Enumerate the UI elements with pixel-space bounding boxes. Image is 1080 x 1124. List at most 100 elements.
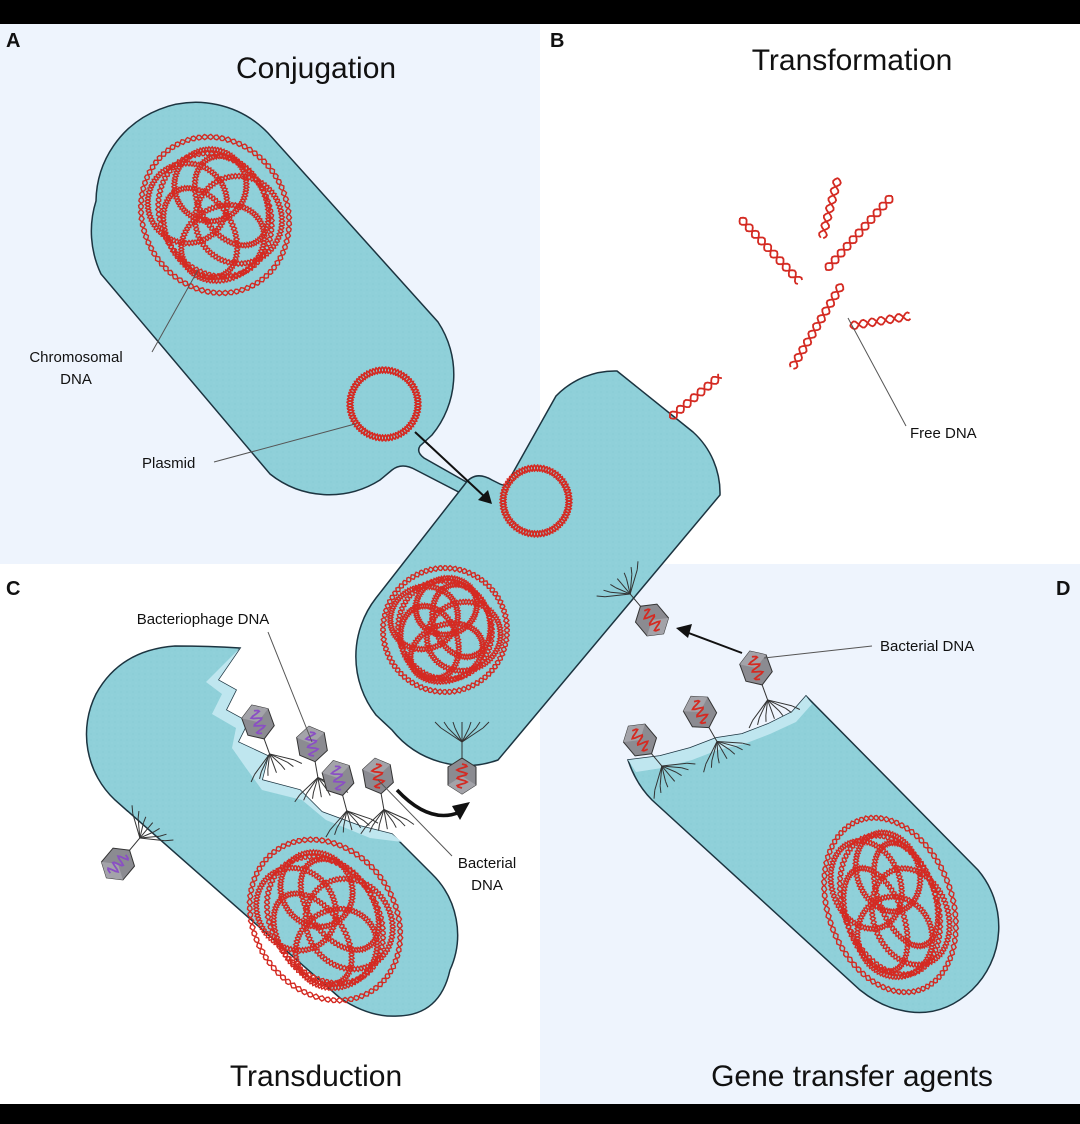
transduction-cell-body bbox=[85, 645, 459, 1017]
phage-particle bbox=[100, 805, 174, 881]
chromosomal-dna bbox=[137, 133, 293, 297]
gta-arrowhead bbox=[676, 624, 692, 638]
tail-fibers bbox=[434, 721, 490, 762]
chromosome-strand bbox=[246, 836, 404, 1004]
conjugation-arrowhead bbox=[478, 490, 492, 504]
chromosome-strand bbox=[412, 574, 481, 639]
chromosome-strand bbox=[252, 864, 340, 954]
chromosome-strand bbox=[379, 564, 511, 696]
panel-title-transduction: Transduction bbox=[230, 1060, 402, 1093]
label-bacteriophage-dna: Bacteriophage DNA bbox=[137, 611, 270, 628]
chromosome-strand bbox=[170, 145, 251, 226]
tail-fibers bbox=[126, 805, 174, 854]
transducing-phage bbox=[360, 757, 415, 835]
chromosome-strand bbox=[191, 152, 272, 249]
chromosome-strand bbox=[302, 875, 397, 973]
label-chromosomal-line2: DNA bbox=[60, 371, 92, 388]
capsid-dna bbox=[329, 765, 347, 791]
panel-letter-c: C bbox=[6, 578, 20, 600]
top-black-bar bbox=[0, 0, 1080, 24]
leader-bacterial-dna-c bbox=[377, 779, 453, 857]
dna-layer bbox=[137, 133, 960, 1004]
transducing-phage-attached bbox=[434, 721, 490, 795]
chromosome-strand bbox=[836, 832, 944, 978]
chromosome-strand bbox=[852, 829, 924, 916]
label-bacterial-dna-d: Bacterial DNA bbox=[880, 638, 974, 655]
label-bacterial-dna-c-line2: DNA bbox=[471, 877, 503, 894]
capsid-highlight bbox=[448, 776, 476, 794]
chromosome-strand bbox=[191, 172, 286, 268]
tail-fibers bbox=[325, 791, 379, 838]
capsid-dna bbox=[691, 699, 709, 725]
tail-fibers bbox=[748, 680, 801, 729]
capsid-dna bbox=[747, 655, 765, 681]
gta-lysis-edge bbox=[628, 696, 812, 772]
panel-letter-a: A bbox=[6, 30, 20, 52]
chromosome-strand bbox=[277, 848, 356, 931]
panel-title-conjugation: Conjugation bbox=[236, 52, 396, 85]
capsid-highlight bbox=[647, 617, 669, 636]
tail-fibers bbox=[703, 723, 751, 773]
leader-bacterial-dna-d bbox=[763, 645, 873, 659]
capsid-dna bbox=[304, 731, 320, 757]
chromosome-strand bbox=[827, 837, 906, 933]
donor-cell-body bbox=[90, 101, 486, 503]
leader-lines bbox=[151, 269, 907, 857]
chromosome-strand bbox=[137, 133, 293, 297]
capsid-dna bbox=[642, 608, 662, 632]
transduction-cell-chromosome bbox=[246, 836, 404, 1004]
phage-particle bbox=[241, 704, 303, 783]
gta-particle bbox=[682, 695, 751, 773]
phage-particle bbox=[321, 760, 379, 838]
gta-arrow bbox=[685, 631, 743, 654]
free-dna-fragment bbox=[738, 216, 803, 285]
transduction-arrow bbox=[395, 788, 461, 818]
label-chromosomal-line1: Chromosomal bbox=[29, 349, 122, 366]
capsid-highlight bbox=[362, 758, 391, 776]
leader-chromosomal bbox=[151, 269, 199, 353]
free-dna-fragment bbox=[818, 177, 842, 240]
chromosome-strand bbox=[428, 580, 495, 662]
capsid-highlight bbox=[623, 724, 645, 743]
panel-title-gene-transfer-agents: Gene transfer agents bbox=[711, 1060, 993, 1093]
capsid-dna bbox=[107, 854, 129, 874]
transduction-lysis-edge bbox=[206, 648, 402, 842]
capsid-highlight bbox=[296, 726, 325, 744]
chromosome-strand bbox=[423, 598, 505, 675]
capsid-highlight bbox=[241, 705, 269, 722]
label-plasmid: Plasmid bbox=[142, 455, 195, 472]
label-free-dna: Free DNA bbox=[910, 425, 977, 442]
conjugation-arrow bbox=[414, 431, 487, 499]
chromosome-strand bbox=[820, 814, 960, 996]
transduction-arrowhead bbox=[452, 802, 470, 820]
gta-particle-attached bbox=[596, 561, 670, 637]
free-dna-fragment bbox=[849, 311, 912, 331]
capsid-highlight bbox=[739, 651, 767, 668]
panel-letter-d: D bbox=[1056, 578, 1070, 600]
bottom-black-bar bbox=[0, 1104, 1080, 1119]
chromosome-strand bbox=[386, 582, 462, 653]
leader-free-dna bbox=[847, 317, 907, 427]
leader-bacteriophage-dna bbox=[267, 631, 313, 743]
label-bacterial-dna-c-line1: Bacterial bbox=[458, 855, 516, 872]
chromosome-strand bbox=[868, 864, 953, 969]
chromosome-strand bbox=[263, 853, 387, 987]
gta-particle bbox=[622, 723, 696, 799]
particle-layer bbox=[100, 561, 801, 881]
tail-fibers bbox=[360, 789, 415, 835]
panel-letter-b: B bbox=[550, 30, 564, 52]
leader-plasmid bbox=[213, 423, 356, 463]
chromosome-strand bbox=[870, 838, 942, 950]
capsid-dna bbox=[249, 709, 267, 735]
chromosome-strand bbox=[297, 855, 383, 954]
gta-particle bbox=[739, 650, 801, 729]
recipient-chromosome bbox=[379, 564, 511, 696]
incoming-dna-fragment bbox=[668, 373, 723, 420]
free-dna-fragment bbox=[824, 194, 894, 272]
plasmid-donor bbox=[345, 365, 423, 443]
chromosome-strand bbox=[144, 159, 231, 247]
plasmid-recipient bbox=[498, 463, 574, 539]
capsid-highlight bbox=[101, 861, 123, 880]
